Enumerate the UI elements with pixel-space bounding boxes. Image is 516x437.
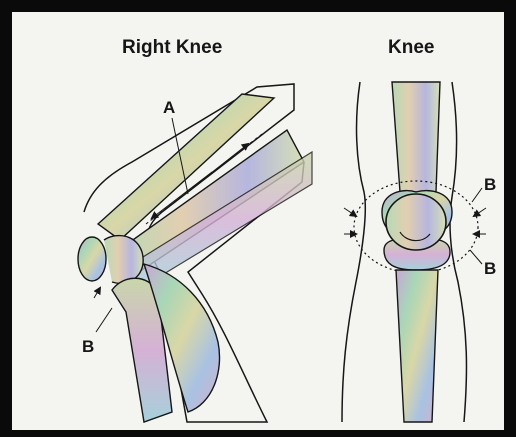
arrow-right-1	[474, 208, 486, 216]
side-view-knee: A B	[78, 84, 312, 422]
label-a: A	[163, 98, 175, 117]
tibia-front	[396, 270, 438, 422]
femur-front	[392, 82, 440, 192]
femur-condyle	[104, 236, 143, 284]
label-b-upper-leader	[472, 188, 482, 202]
patella-side	[78, 237, 106, 281]
left-diagram-title: Right Knee	[122, 37, 222, 58]
leg-outline-right	[450, 82, 466, 422]
right-diagram-title: Knee	[388, 37, 434, 58]
label-b-lower: B	[484, 259, 496, 278]
arrow-left-1	[344, 208, 356, 216]
label-b-upper: B	[484, 175, 496, 194]
diagram-paper: Right Knee Knee	[12, 12, 504, 430]
knee-arrow	[94, 288, 100, 298]
label-b-left: B	[82, 337, 94, 356]
front-view-knee: B B	[342, 82, 496, 422]
patella-front	[386, 194, 446, 250]
label-b-lower-leader	[470, 250, 482, 264]
knee-diagram: Right Knee Knee	[12, 12, 504, 430]
label-b-leader-left	[96, 308, 112, 332]
leg-outline-left	[342, 82, 365, 422]
